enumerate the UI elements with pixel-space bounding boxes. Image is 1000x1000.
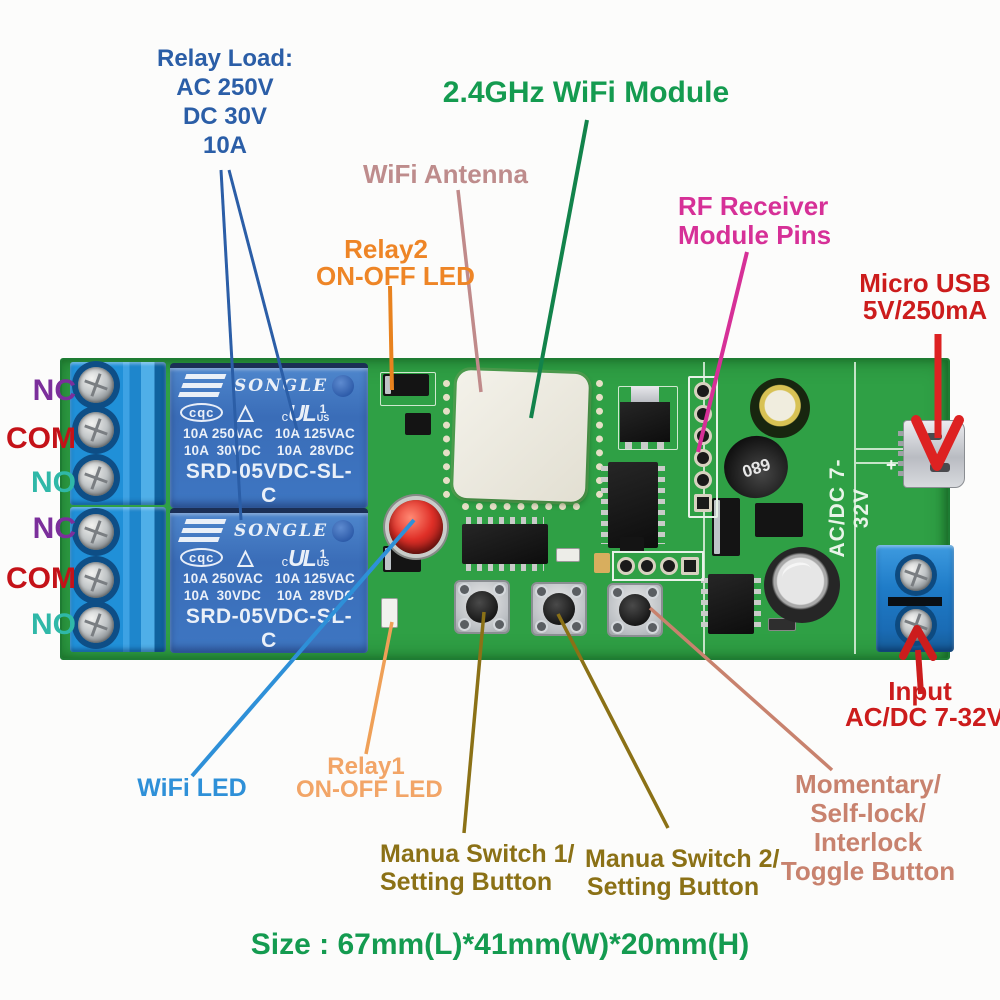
terminal-screw <box>78 514 114 550</box>
voltage-regulator-tab <box>631 386 659 404</box>
relay-brand: SONGLE <box>234 376 329 396</box>
relay1-smd-led <box>381 598 398 628</box>
silkscreen-outline-diode <box>380 372 436 406</box>
tact-button-manual-switch-2 <box>531 582 587 636</box>
label-nc-1: NC <box>32 374 76 407</box>
silkscreen-divider-2 <box>854 362 856 654</box>
cqc-mark: cqc <box>180 548 224 567</box>
smd-diode-1 <box>383 374 429 396</box>
relay-dimple <box>332 520 354 542</box>
pin-hole <box>694 382 712 401</box>
pin-hole <box>694 471 712 490</box>
smd-capacitor-yellow <box>594 553 610 573</box>
pin-hole-square <box>694 493 712 512</box>
terminal-screw <box>78 460 114 496</box>
silkscreen-power-text: AC/DC 7-32V <box>826 458 873 558</box>
pin-hole <box>694 426 712 445</box>
terminal-screw <box>900 609 932 641</box>
label-nc-2: NC <box>32 512 76 545</box>
usb-pin-mark <box>930 463 950 472</box>
label-manual-switch-1: Manua Switch 1/Setting Button <box>380 840 575 896</box>
wifi-module-pads-right <box>596 380 603 498</box>
label-no-2: NO <box>31 608 76 641</box>
silkscreen-trace-1 <box>856 448 904 450</box>
relay-rating-2: 10A 30VDC 10A 28VDC <box>183 588 355 603</box>
sot23-transistor-1 <box>405 413 431 435</box>
label-no-1: NO <box>31 466 76 499</box>
program-pad-row <box>612 551 704 581</box>
label-wifi-led: WiFi LED <box>137 774 247 802</box>
micro-usb-port <box>898 420 965 488</box>
pin-hole-square <box>680 557 699 575</box>
ccc-mark: △ <box>237 401 254 424</box>
rf-receiver-pin-header <box>688 376 718 518</box>
label-wifi-module: 2.4GHz WiFi Module <box>442 76 730 109</box>
usb-pin-mark <box>926 433 942 440</box>
terminal-slot <box>888 597 942 606</box>
sot89-transistor <box>755 503 803 537</box>
relay-dimple <box>332 375 354 397</box>
label-com-1: COM <box>6 422 76 455</box>
terminal-screw <box>78 367 114 403</box>
wifi-status-led <box>389 500 443 554</box>
label-manual-switch-2: Manua Switch 2/Setting Button <box>585 845 780 901</box>
terminal-screw <box>78 607 114 643</box>
relay-rating-1: 10A 250VAC 10A 125VAC <box>183 426 355 441</box>
label-size: Size : 67mm(L)*41mm(W)*20mm(H) <box>250 928 750 961</box>
relay-rating-1: 10A 250VAC 10A 125VAC <box>183 571 355 586</box>
wifi-module-chip <box>452 369 590 503</box>
songle-logo <box>177 374 227 398</box>
terminal-screw <box>78 562 114 598</box>
terminal-screw <box>78 412 114 448</box>
relay-rating-2: 10A 30VDC 10A 28VDC <box>183 443 355 458</box>
label-com-2: COM <box>6 562 76 595</box>
silkscreen-trace-2 <box>856 462 904 464</box>
smd-resistor-1 <box>556 548 580 562</box>
pin-hole <box>694 404 712 423</box>
relay-brand: SONGLE <box>234 521 329 541</box>
relay-model: SRD-05VDC-SL-C <box>185 460 353 507</box>
pin-hole <box>617 557 636 575</box>
tact-button-manual-switch-1 <box>454 580 510 634</box>
voltage-regulator <box>620 402 670 449</box>
ccc-mark: △ <box>237 546 254 569</box>
pin-hole <box>638 557 657 575</box>
cqc-mark: cqc <box>180 403 224 422</box>
pin-hole <box>659 557 678 575</box>
ic-soic8 <box>701 574 761 634</box>
wifi-module-pads-left <box>443 380 450 498</box>
relay-terminal-block-2 <box>70 507 166 652</box>
power-input-terminal <box>876 545 954 652</box>
sot23-transistor-2 <box>620 537 644 553</box>
pin-hole <box>694 449 712 468</box>
ic-soic14 <box>462 517 548 571</box>
ic-soic16 <box>601 462 665 548</box>
terminal-screw <box>900 559 932 591</box>
electrolytic-capacitor-small <box>750 378 810 438</box>
songle-logo <box>177 519 227 543</box>
tact-button-mode-toggle <box>607 583 663 637</box>
relay-terminal-block-1 <box>70 362 166 505</box>
relay-model: SRD-05VDC-SL-C <box>185 605 353 652</box>
label-wifi-antenna: WiFi Antenna <box>363 159 528 189</box>
wifi-module-pads-bottom <box>462 503 580 510</box>
silkscreen-plus: + <box>886 455 897 475</box>
